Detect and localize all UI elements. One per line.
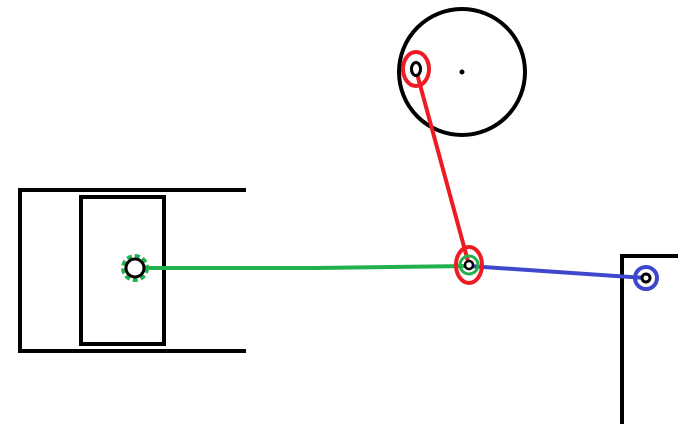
central-joint-red-ring: [454, 245, 484, 285]
rocker-pivot-ring: [633, 265, 659, 291]
crank-wheel: [397, 7, 527, 137]
wrist-pin-ring: [121, 254, 149, 282]
crank-wheel-center-dot: [459, 69, 465, 75]
crank-wheel-rim: [397, 7, 527, 137]
rocker-pivot-joint: [633, 265, 659, 291]
central-joint-pin: [463, 259, 475, 271]
central-joint: [454, 245, 484, 285]
fixed-support: [620, 254, 678, 424]
crank-pin-joint: [401, 50, 431, 88]
cylinder: [18, 188, 246, 353]
connecting-rod: [134, 264, 471, 270]
crank-pin-ring: [401, 50, 431, 88]
central-joint-green-ring: [458, 254, 480, 276]
rocker-pivot-pin: [640, 272, 652, 284]
crank-pin: [410, 61, 422, 77]
rocker-link: [467, 264, 648, 280]
crank-link: [414, 68, 471, 267]
cylinder-walls: [18, 188, 246, 353]
piston: [79, 195, 166, 346]
wrist-pin-joint: [121, 254, 149, 282]
wrist-pin: [124, 257, 146, 279]
